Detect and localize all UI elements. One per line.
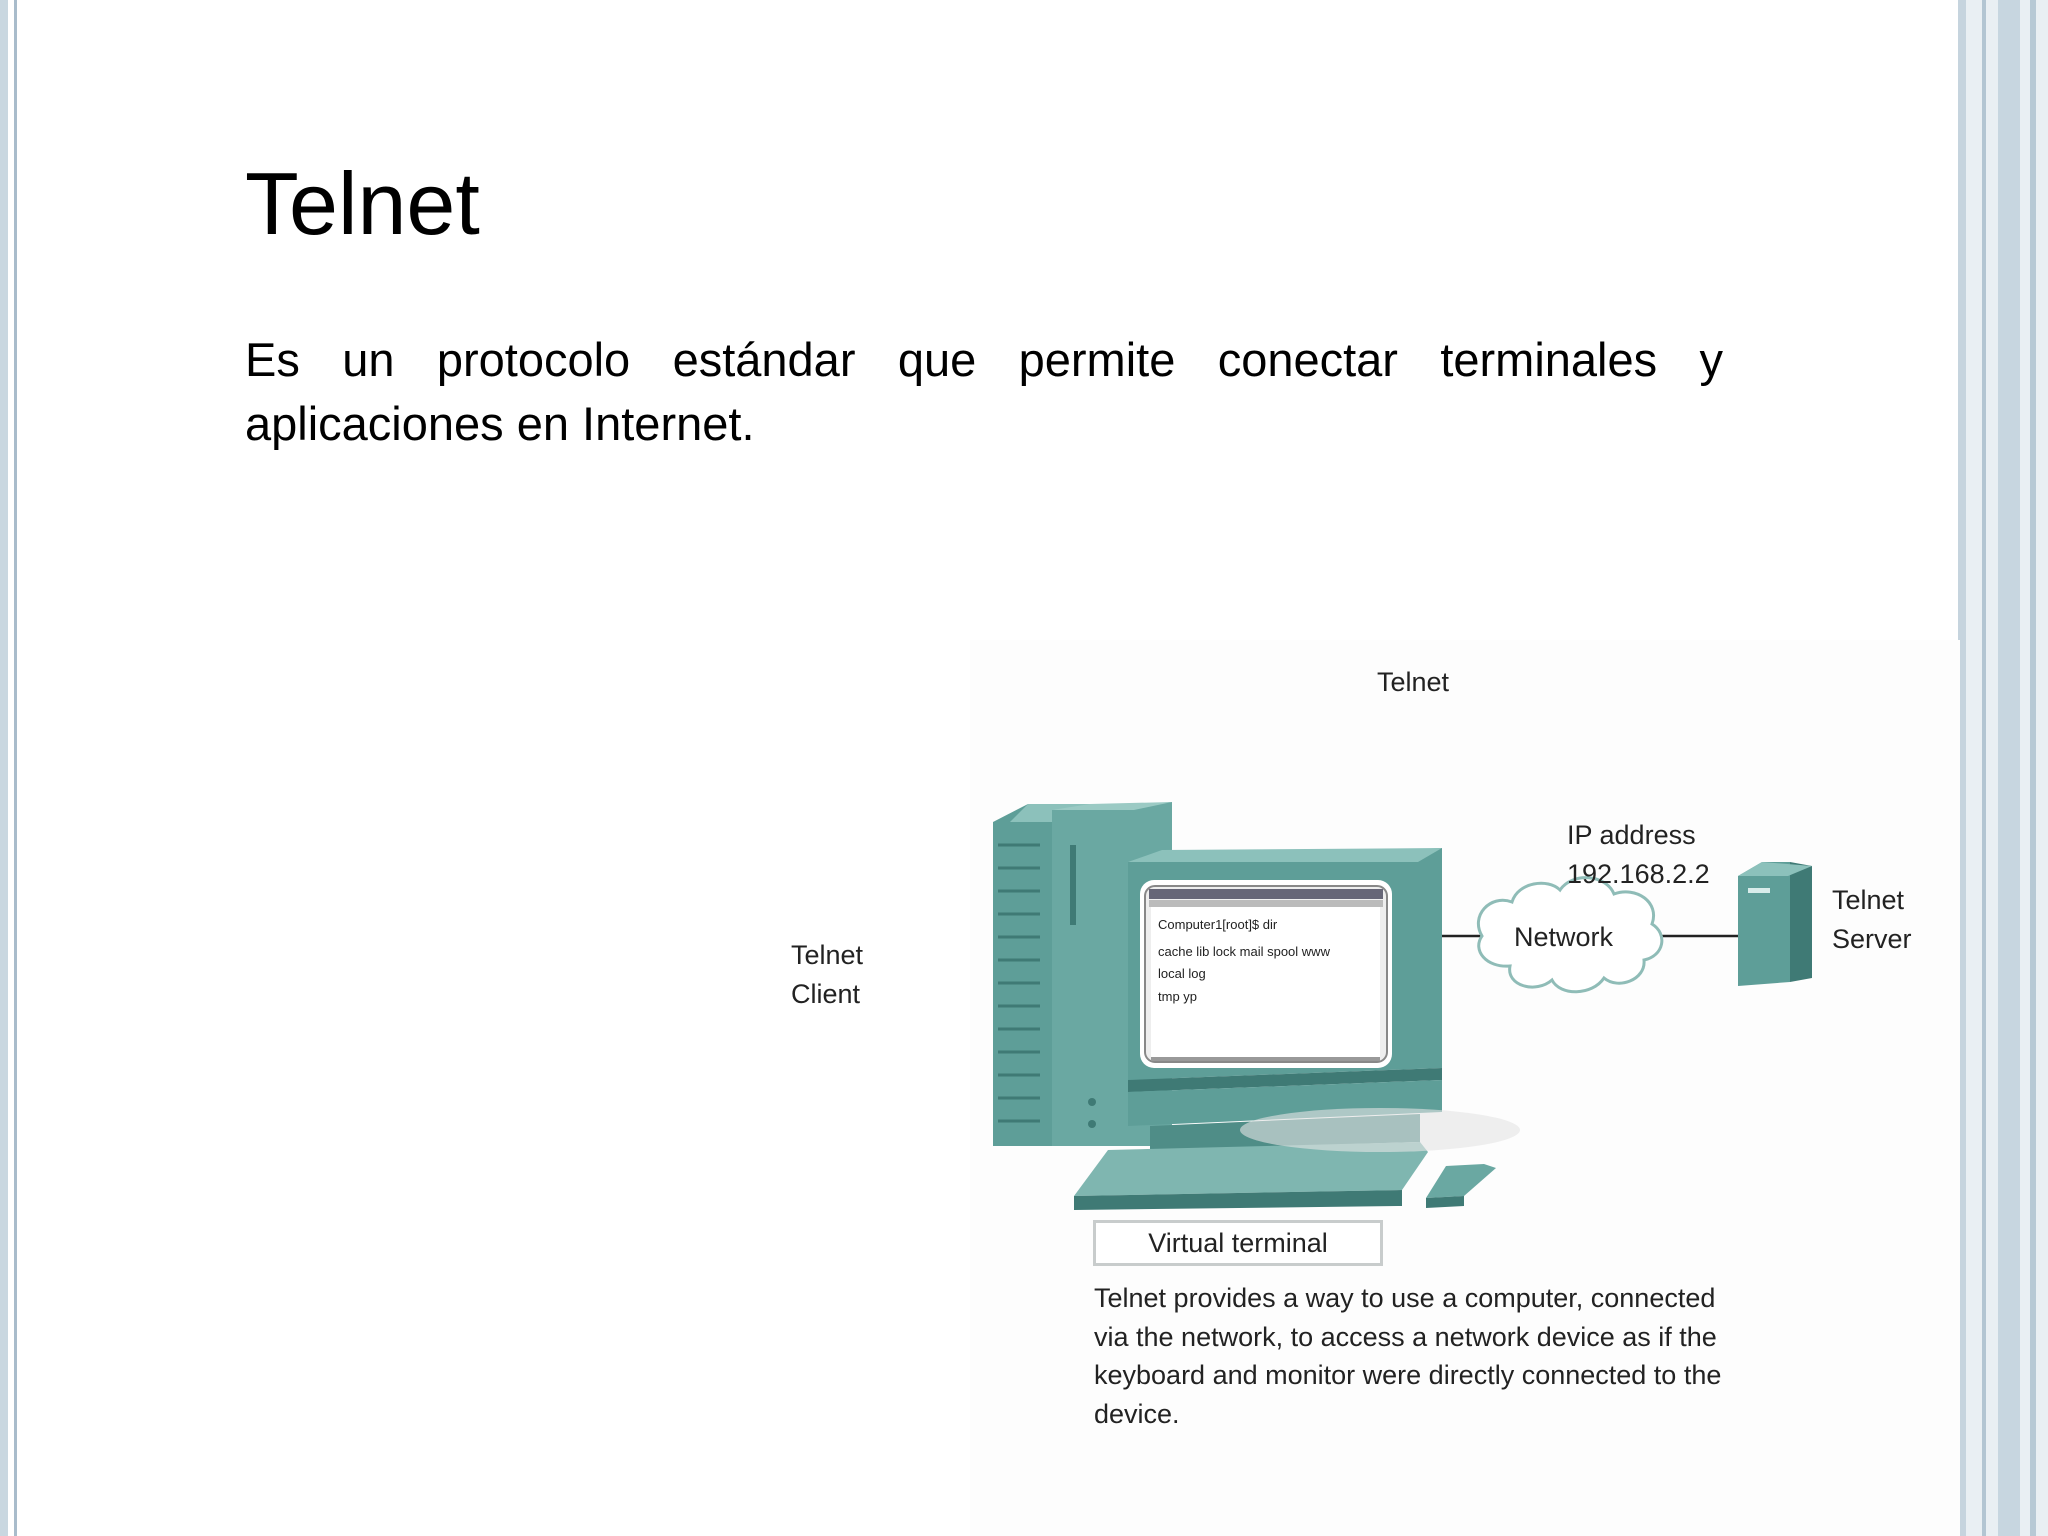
figure-heading: Telnet [1377,667,1450,697]
network-cloud-icon [1476,876,1664,994]
screen-line-1: Computer1[root]$ dir [1158,917,1278,932]
screen-text: Computer1[root]$ dir cache lib lock mail… [1158,917,1331,1004]
keyboard-icon [1074,1142,1428,1210]
ip-address-label: IP address [1567,820,1696,850]
slide-title: Telnet [245,154,480,253]
slide-body-text: Es un protocolo estándar que permite con… [245,333,1723,450]
screen-line-4: tmp yp [1158,989,1197,1004]
virtual-terminal-screen [1140,880,1392,1068]
screen-line-2: cache lib lock mail spool www [1158,944,1331,959]
left-border-band [0,0,8,1536]
server-label-line-1: Telnet [1832,885,1905,915]
screen-line-3: local log [1158,966,1206,981]
computer-shadow [1240,1108,1520,1152]
server-label-line-2: Server [1832,924,1912,954]
client-label-line-1: Telnet [791,940,864,970]
client-label-line-2: Client [791,979,861,1009]
figure-caption: Telnet provides a way to use a computer,… [1094,1283,1722,1429]
right-border-line-3 [2030,0,2036,1536]
right-border-inner-line [1958,0,1966,1536]
mouse-icon [1426,1164,1496,1208]
right-border-line-2 [1998,0,2020,1536]
right-border-line-1 [1982,0,1986,1536]
network-label: Network [1514,922,1614,952]
virtual-terminal-label: Virtual terminal [1093,1220,1383,1266]
left-border-line [14,0,17,1536]
server-icon [1738,862,1812,986]
ip-address-value: 192.168.2.2 [1567,859,1710,889]
